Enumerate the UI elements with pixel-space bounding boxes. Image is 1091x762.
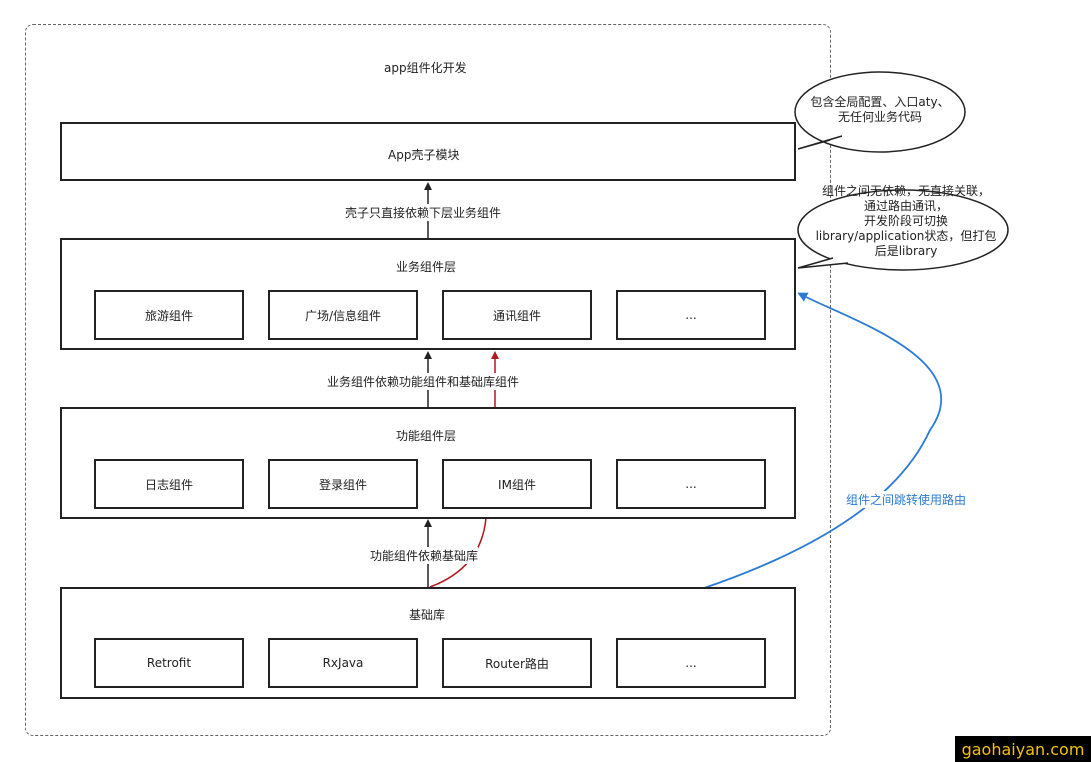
box-travel: 旅游组件 (94, 290, 244, 340)
box-im: IM组件 (442, 459, 592, 509)
box-router: Router路由 (442, 638, 592, 688)
callout-shell: 包含全局配置、入口aty、 无任何业务代码 (800, 95, 960, 125)
box-base-more: ... (616, 638, 766, 688)
callout-shell-line: 包含全局配置、入口aty、 (810, 95, 950, 109)
callout-shell-line: 无任何业务代码 (837, 110, 922, 124)
watermark: gaohaiyan.com (955, 736, 1091, 762)
layer-business-label: 业务组件层 (396, 260, 457, 274)
box-log: 日志组件 (94, 459, 244, 509)
box-function-more: ... (616, 459, 766, 509)
edge-label-router: 组件之间跳转使用路由 (846, 491, 967, 508)
layer-shell-label: App壳子模块 (388, 148, 460, 162)
box-messaging: 通讯组件 (442, 290, 592, 340)
box-business-more: ... (616, 290, 766, 340)
box-retrofit: Retrofit (94, 638, 244, 688)
callout-business-shape (797, 189, 1009, 271)
box-square-info: 广场/信息组件 (268, 290, 418, 340)
callout-business-line: 组件之间无依赖，无直接关联， (821, 184, 990, 198)
edge-label-shell-business: 壳子只直接依赖下层业务组件 (345, 204, 502, 221)
callout-business-line: 通过路由通讯， (863, 199, 948, 213)
diagram-title: app组件化开发 (384, 61, 467, 75)
edge-label-function-base: 功能组件依赖基础库 (370, 547, 479, 564)
box-login: 登录组件 (268, 459, 418, 509)
app-container (25, 24, 831, 736)
callout-business-line: library/application状态，但打包 (815, 229, 997, 243)
box-rxjava: RxJava (268, 638, 418, 688)
layer-base-label: 基础库 (409, 608, 446, 622)
callout-business-line: 开发阶段可切换 (863, 214, 948, 228)
edge-label-business-function: 业务组件依赖功能组件和基础库组件 (327, 373, 520, 390)
layer-shell (60, 122, 796, 181)
layer-function-label: 功能组件层 (396, 429, 457, 443)
callout-business: 组件之间无依赖，无直接关联， 通过路由通讯， 开发阶段可切换 library/a… (803, 184, 1009, 259)
callout-shell-shape (794, 71, 966, 153)
callout-business-line: 后是library (874, 244, 938, 258)
